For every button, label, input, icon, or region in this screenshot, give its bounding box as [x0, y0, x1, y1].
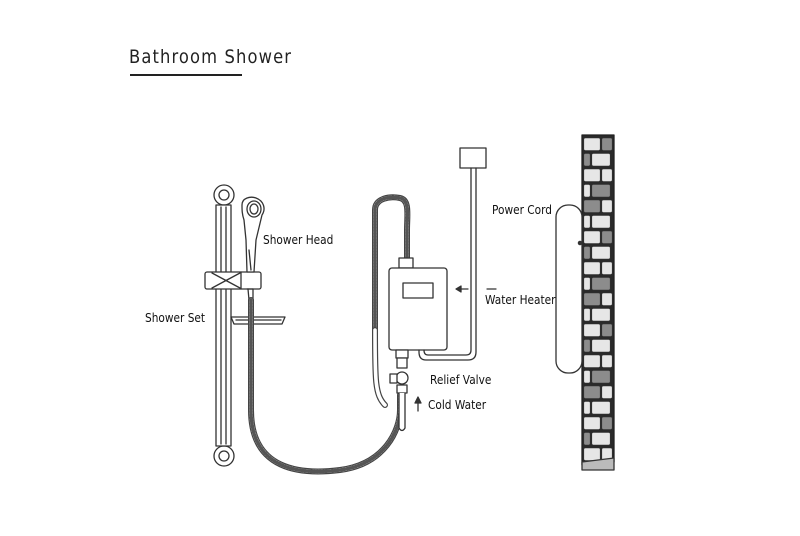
brick	[583, 215, 591, 229]
brick	[583, 370, 591, 384]
brick-wall	[581, 134, 615, 471]
shower-head	[241, 196, 265, 301]
brick	[583, 137, 601, 151]
brick	[583, 153, 591, 167]
brick	[583, 447, 601, 461]
brick	[591, 184, 611, 198]
brick	[583, 246, 591, 260]
brick	[583, 432, 591, 446]
cold-water-arrow	[414, 396, 422, 412]
brick	[591, 153, 611, 167]
plug-box	[459, 147, 487, 169]
brick	[583, 292, 601, 306]
brick	[601, 168, 613, 182]
label-shower-set: Shower Set	[145, 311, 206, 325]
label-water-heater: Water Heater	[485, 293, 556, 307]
rail-top-bracket	[213, 184, 235, 206]
rail-bottom-bracket	[213, 445, 235, 467]
label-shower-head: Shower Head	[263, 233, 334, 247]
brick	[583, 385, 601, 399]
brick	[583, 416, 601, 430]
slide-rail	[213, 184, 235, 467]
brick	[583, 323, 601, 337]
power-cord	[418, 147, 487, 361]
brick	[591, 339, 611, 353]
brick	[591, 370, 611, 384]
label-power-cord: Power Cord	[492, 203, 552, 217]
slider-bracket	[204, 271, 262, 290]
brick	[601, 230, 613, 244]
brick	[583, 308, 591, 322]
brick	[583, 230, 601, 244]
brick	[591, 308, 611, 322]
brick	[601, 261, 613, 275]
brick	[591, 277, 611, 291]
brick	[601, 354, 613, 368]
brick	[583, 168, 601, 182]
label-relief-valve: Relief Valve	[430, 373, 492, 387]
wall-panel	[555, 204, 583, 374]
water-heater-unit	[388, 257, 448, 359]
brick	[601, 416, 613, 430]
title-underline	[130, 74, 242, 76]
soap-dish	[230, 316, 286, 325]
relief-valve	[389, 357, 409, 432]
brick	[591, 401, 611, 415]
brick	[583, 261, 601, 275]
page-title: Bathroom Shower	[129, 46, 293, 68]
brick	[583, 184, 591, 198]
brick	[601, 137, 613, 151]
brick	[591, 246, 611, 260]
brick	[601, 323, 613, 337]
brick	[583, 339, 591, 353]
brick	[583, 199, 601, 213]
brick	[601, 292, 613, 306]
brick	[591, 215, 611, 229]
brick	[583, 401, 591, 415]
label-cold-water: Cold Water	[428, 398, 487, 412]
brick	[601, 199, 613, 213]
water-heater-arrow	[455, 285, 497, 293]
brick	[583, 354, 601, 368]
brick	[591, 432, 611, 446]
brick	[583, 277, 591, 291]
brick	[601, 385, 613, 399]
